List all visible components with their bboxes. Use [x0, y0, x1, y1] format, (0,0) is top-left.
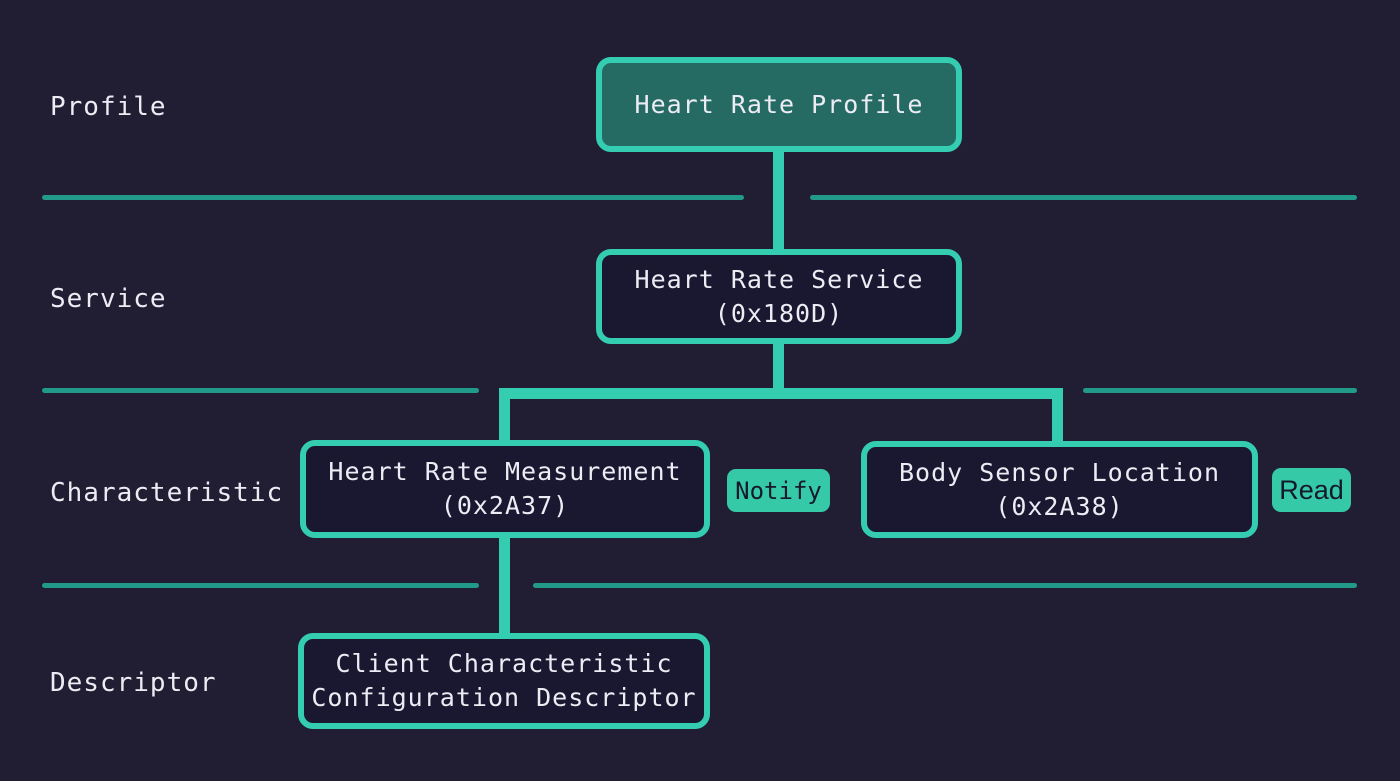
node-body-sensor-location-name: Body Sensor Location	[898, 457, 1221, 487]
node-ccc-descriptor: Client Characteristic Configuration Desc…	[298, 633, 710, 729]
node-ccc-descriptor-line2: Configuration Descriptor	[311, 683, 697, 712]
node-heart-rate-measurement-name: Heart Rate Measurement	[328, 457, 682, 486]
badge-notify-label: Notify	[735, 476, 822, 505]
node-ccc-descriptor-line1: Client Characteristic	[335, 649, 673, 678]
row-label-descriptor: Descriptor	[50, 668, 217, 698]
connector-service-to-branch	[773, 342, 784, 394]
node-body-sensor-location-uuid: (0x2A38)	[995, 491, 1124, 521]
node-heart-rate-service-name: Heart Rate Service	[634, 264, 924, 294]
badge-read-label: Read	[1279, 474, 1344, 505]
connector-branch-to-characteristics	[499, 388, 1063, 444]
divider-service-characteristic-left	[42, 388, 479, 393]
connector-characteristic-to-descriptor	[499, 536, 510, 636]
divider-service-characteristic-right	[1083, 388, 1357, 393]
divider-profile-service-left	[42, 195, 744, 200]
node-heart-rate-profile-title: Heart Rate Profile	[634, 89, 924, 119]
badge-read: Read	[1272, 468, 1351, 512]
node-heart-rate-service: Heart Rate Service (0x180D)	[596, 249, 962, 344]
node-heart-rate-measurement: Heart Rate Measurement (0x2A37)	[300, 440, 710, 538]
connector-profile-to-service	[773, 150, 784, 252]
divider-characteristic-descriptor-left	[42, 583, 479, 588]
node-heart-rate-measurement-uuid: (0x2A37)	[440, 491, 570, 520]
row-label-profile: Profile	[50, 92, 167, 122]
badge-notify: Notify	[727, 469, 830, 512]
node-heart-rate-service-uuid: (0x180D)	[714, 298, 844, 328]
node-body-sensor-location: Body Sensor Location (0x2A38)	[861, 441, 1258, 538]
divider-characteristic-descriptor-right	[533, 583, 1357, 588]
divider-profile-service-right	[810, 195, 1357, 200]
node-heart-rate-profile: Heart Rate Profile	[596, 57, 962, 152]
row-label-service: Service	[50, 284, 167, 314]
row-label-characteristic: Characteristic	[50, 478, 284, 508]
